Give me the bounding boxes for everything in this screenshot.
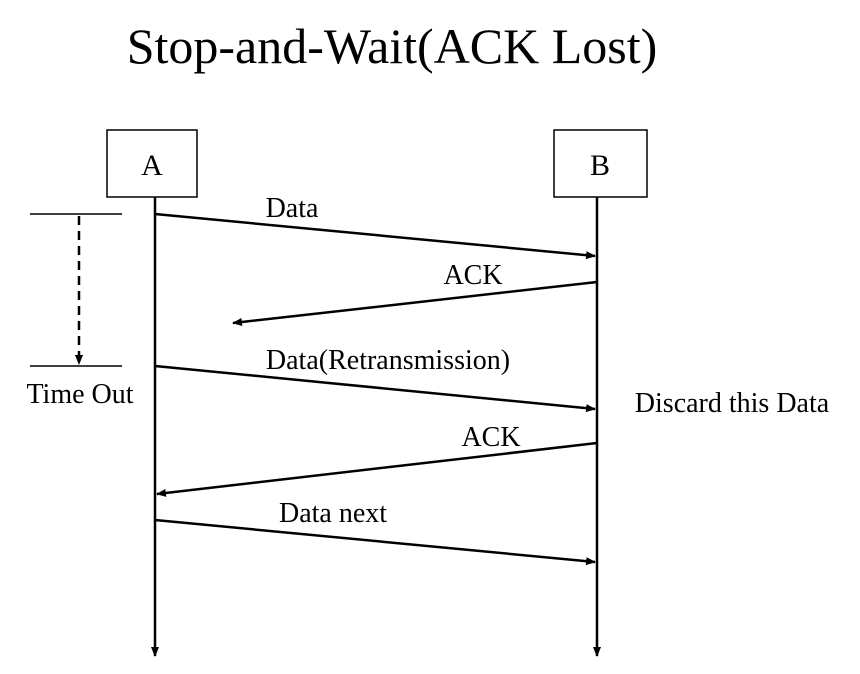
timeout-label: Time Out — [26, 379, 133, 410]
message-label-data-next: Data next — [279, 498, 387, 529]
message-arrow-data — [154, 212, 596, 260]
message-label-retransmission: Data(Retransmission) — [266, 345, 510, 376]
node-a-label: A — [141, 149, 163, 182]
message-label-ack-lost: ACK — [443, 260, 502, 291]
node-b: B — [553, 129, 648, 198]
message-label-data: Data — [266, 193, 319, 224]
node-b-label: B — [590, 149, 610, 182]
message-arrow-ack — [156, 441, 598, 497]
node-a: A — [106, 129, 198, 198]
message-arrow-retransmission — [154, 364, 596, 413]
message-arrow-ack-lost — [232, 280, 598, 326]
discard-note: Discard this Data — [635, 388, 830, 419]
page-title: Stop-and-Wait(ACK Lost) — [127, 18, 658, 74]
message-label-ack: ACK — [461, 422, 520, 453]
message-arrow-data-next — [154, 518, 596, 566]
timeout-interval — [30, 213, 122, 367]
